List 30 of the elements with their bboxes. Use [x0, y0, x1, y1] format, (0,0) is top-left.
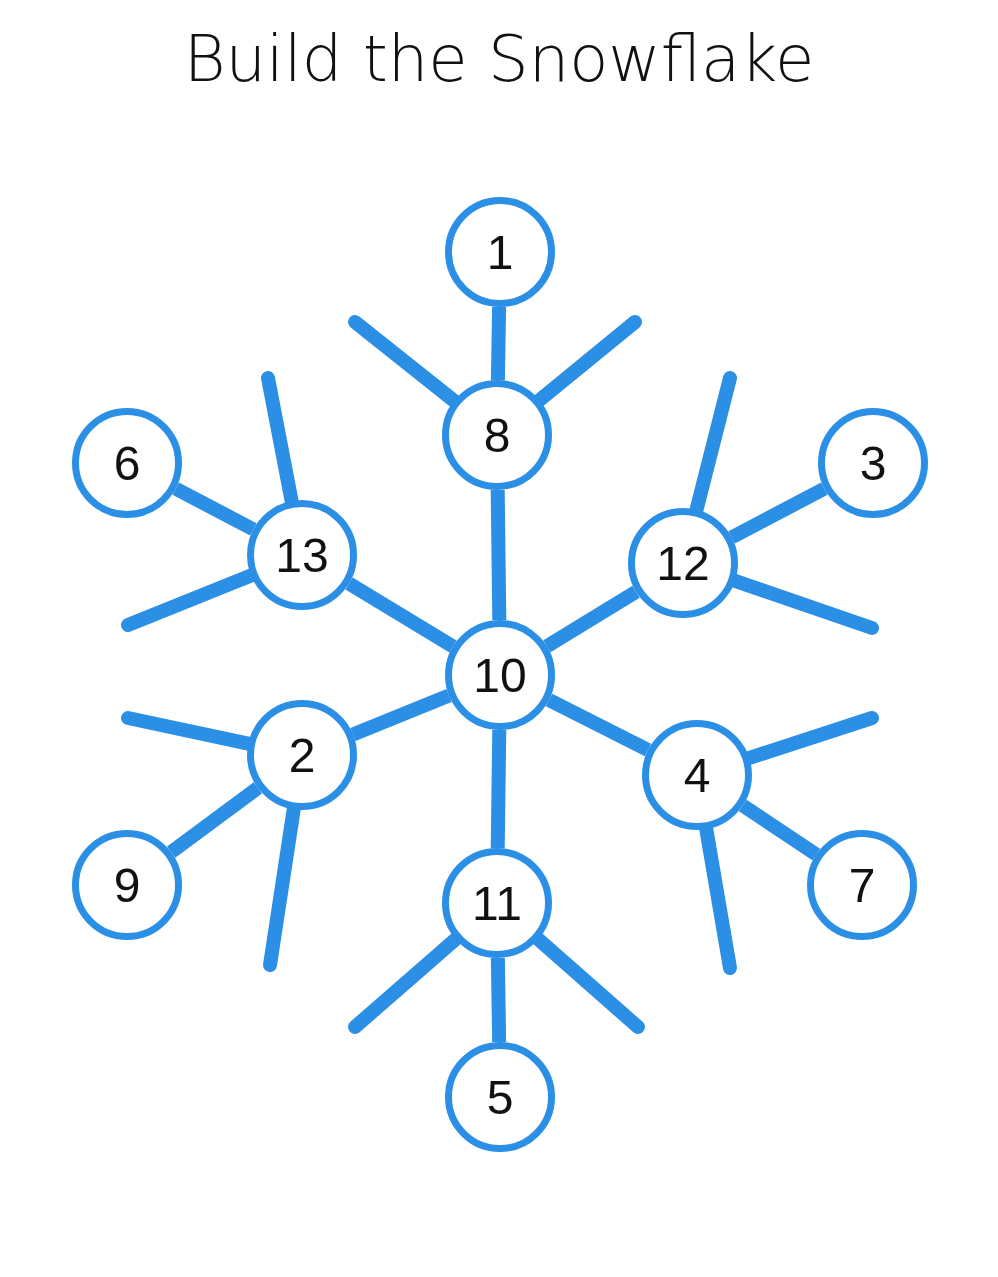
number-label: 8: [483, 407, 511, 463]
number-label: 12: [656, 535, 710, 591]
number-label: 9: [113, 857, 141, 913]
title: Build the Snowflake: [182, 22, 816, 96]
number-label: 13: [275, 527, 329, 583]
number-label: 2: [288, 727, 316, 783]
connector-line: [490, 729, 507, 849]
connector-line: [350, 689, 452, 741]
number-label: 3: [859, 435, 887, 491]
connector-line: [172, 482, 257, 536]
snowflake-branch: [348, 315, 461, 408]
connector-line: [345, 577, 457, 653]
connector-line: [490, 957, 507, 1043]
snowflake-branch: [348, 932, 463, 1034]
snowflake-branch: [531, 932, 645, 1034]
connector-line: [738, 799, 821, 861]
number-label: 10: [473, 647, 527, 703]
connector-line: [543, 585, 640, 653]
connector-line: [490, 306, 507, 381]
number-label: 7: [848, 857, 876, 913]
connector-line: [545, 693, 652, 757]
snowflake-branch: [532, 315, 642, 408]
connector-line: [166, 782, 263, 858]
number-label: 4: [683, 747, 711, 803]
connector-line: [728, 482, 828, 544]
number-label: 6: [113, 435, 141, 491]
connector-line: [490, 489, 507, 621]
number-label: 5: [486, 1069, 514, 1125]
number-label: 11: [472, 875, 522, 931]
number-label: 1: [486, 224, 514, 280]
